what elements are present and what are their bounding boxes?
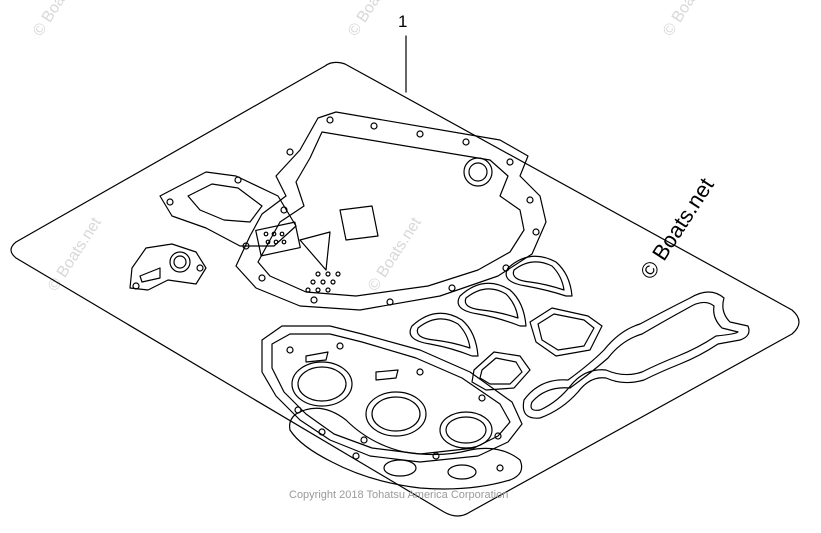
teardrop-gasket <box>505 255 573 297</box>
kit-outline <box>10 61 800 517</box>
crankcase-gasket <box>235 111 547 311</box>
teardrop-gasket <box>409 312 479 357</box>
port-gasket <box>529 307 603 357</box>
manifold-gasket <box>159 171 301 257</box>
bracket-gasket <box>129 243 207 291</box>
port-gasket <box>471 351 531 391</box>
cylinder-head-gasket <box>261 325 523 463</box>
callout-number: 1 <box>398 12 408 31</box>
exhaust-cover-gasket <box>522 291 750 419</box>
copyright-notice: Copyright 2018 Tohatsu America Corporati… <box>289 489 509 501</box>
teardrop-gasket <box>457 282 527 327</box>
spacer-gasket <box>289 407 523 490</box>
